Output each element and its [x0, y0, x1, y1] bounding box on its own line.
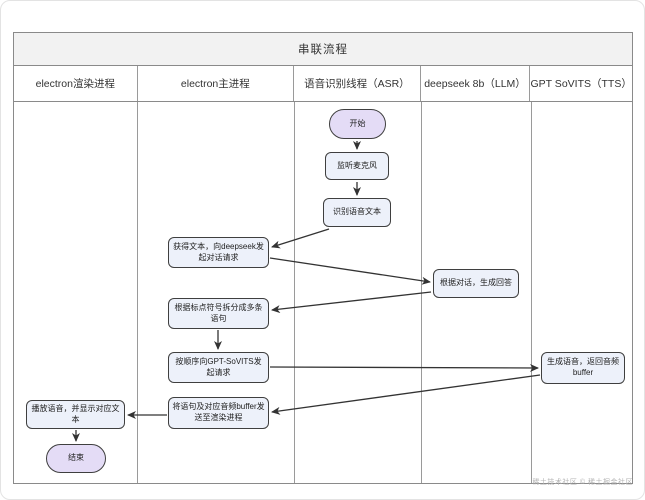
- lane-header-electron-main: electron主进程: [138, 66, 295, 101]
- node-get-text-request-deepseek: 获得文本，向deepseek发起对话请求: [168, 237, 269, 268]
- node-play-voice-show-text: 播放语音，并显示对应文本: [26, 400, 125, 429]
- node-end: 结束: [46, 444, 106, 473]
- lane-header-llm: deepseek 8b（LLM）: [421, 66, 531, 101]
- lane-header-electron-renderer: electron渲染进程: [14, 66, 138, 101]
- watermark: 稀土技术社区 © 稀土掘金社区: [532, 479, 633, 486]
- lane-header-tts: GPT SoVITS（TTS）: [530, 78, 632, 90]
- node-start: 开始: [329, 109, 386, 139]
- node-listen-mic: 监听麦克风: [325, 152, 389, 180]
- lane-divider: [137, 102, 138, 483]
- diagram-title: 串联流程: [14, 33, 632, 66]
- lane-divider: [531, 102, 532, 483]
- node-send-buffer-to-renderer: 将语句及对应音频buffer发送至渲染进程: [168, 397, 269, 429]
- node-generate-voice-buffer: 生成语音，返回音频buffer: [541, 352, 625, 384]
- lane-divider: [421, 102, 422, 483]
- node-recognize-speech: 识别语音文本: [323, 198, 391, 227]
- node-generate-answer: 根据对话，生成回答: [433, 269, 519, 298]
- lane-header-asr: 语音识别线程（ASR）: [294, 66, 421, 101]
- lane-header-row: electron渲染进程 electron主进程 语音识别线程（ASR） dee…: [14, 66, 632, 102]
- lane-divider: [294, 102, 295, 483]
- node-request-gpt-sovits: 按顺序向GPT-SoVITS发起请求: [168, 352, 269, 383]
- node-split-sentences: 根据标点符号拆分成多条语句: [168, 298, 269, 329]
